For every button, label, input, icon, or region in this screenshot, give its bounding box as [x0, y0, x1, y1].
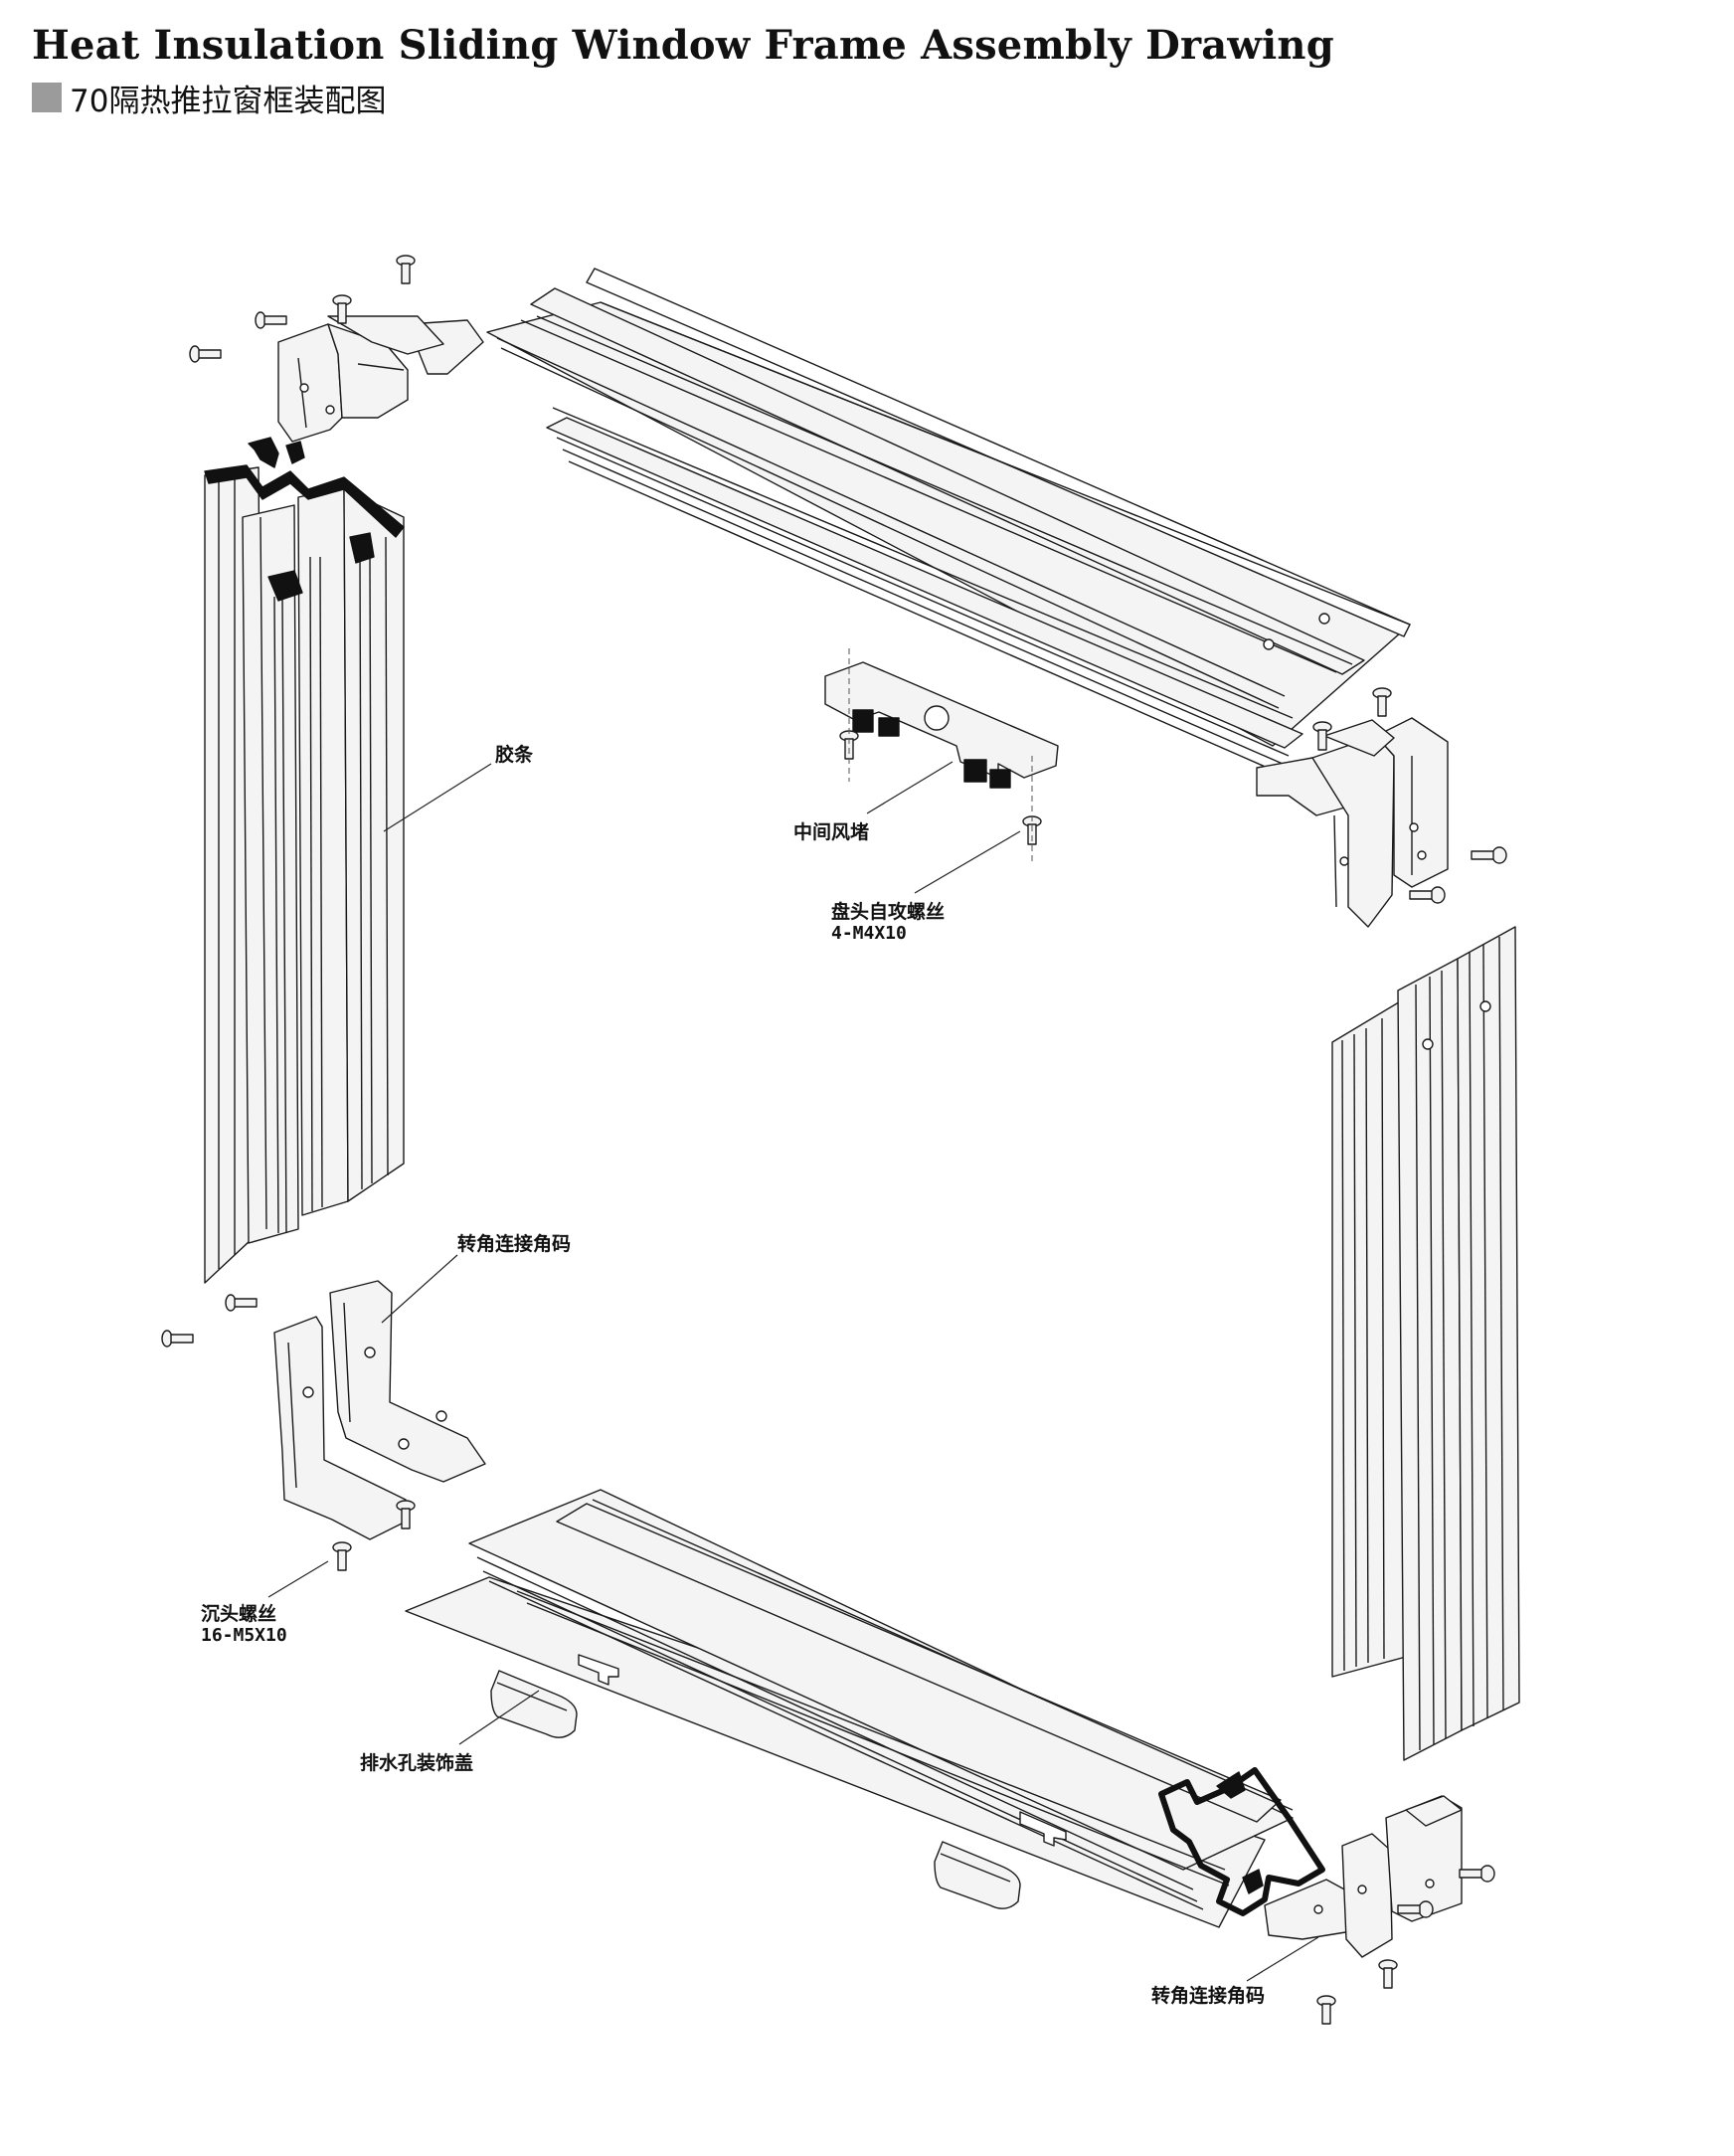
- pan-head-screw-spec: 4-M4X10: [831, 923, 907, 944]
- drain-cover-left: [490, 1670, 578, 1738]
- leader-lines: [267, 761, 1319, 1982]
- label-pan-head-screw: 盘头自攻螺丝 4-M4X10: [831, 901, 945, 945]
- corner-connector-top-left: [277, 315, 484, 443]
- corner-connector-left-bottom: [273, 1280, 486, 1540]
- left-frame-profile: [204, 437, 405, 1284]
- label-corner-connector-left: 转角连接角码: [457, 1233, 572, 1255]
- label-countersunk-screw: 沉头螺丝 16-M5X10: [201, 1603, 287, 1647]
- screw-axis-lines: [848, 648, 1033, 861]
- diagram-subtitle-row: 70隔热推拉窗框装配图: [32, 80, 386, 119]
- screw-icon: [161, 255, 1507, 2025]
- corner-connector-top-right: [1256, 717, 1449, 928]
- label-corner-connector-bottom: 转角连接角码: [1151, 1985, 1266, 2007]
- label-drain-cover: 排水孔装饰盖: [360, 1752, 474, 1774]
- pan-head-screw-name: 盘头自攻螺丝: [831, 901, 946, 923]
- title-square-marker: [32, 83, 62, 112]
- countersunk-screw-spec: 16-M5X10: [201, 1625, 287, 1646]
- middle-wind-block-part: [824, 661, 1059, 789]
- bottom-frame-profile: [405, 1489, 1325, 1928]
- corner-connector-bottom-right: [1264, 1795, 1463, 1958]
- label-middle-wind-block: 中间风堵: [793, 821, 870, 843]
- drain-cover-right: [934, 1841, 1021, 1909]
- top-frame-profile: [486, 268, 1411, 773]
- diagram-title: Heat Insulation Sliding Window Frame Ass…: [32, 22, 1334, 69]
- label-gasket: 胶条: [495, 744, 534, 766]
- diagram-subtitle: 70隔热推拉窗框装配图: [70, 83, 387, 119]
- countersunk-screw-name: 沉头螺丝: [201, 1603, 277, 1625]
- right-frame-profile: [1331, 926, 1520, 1761]
